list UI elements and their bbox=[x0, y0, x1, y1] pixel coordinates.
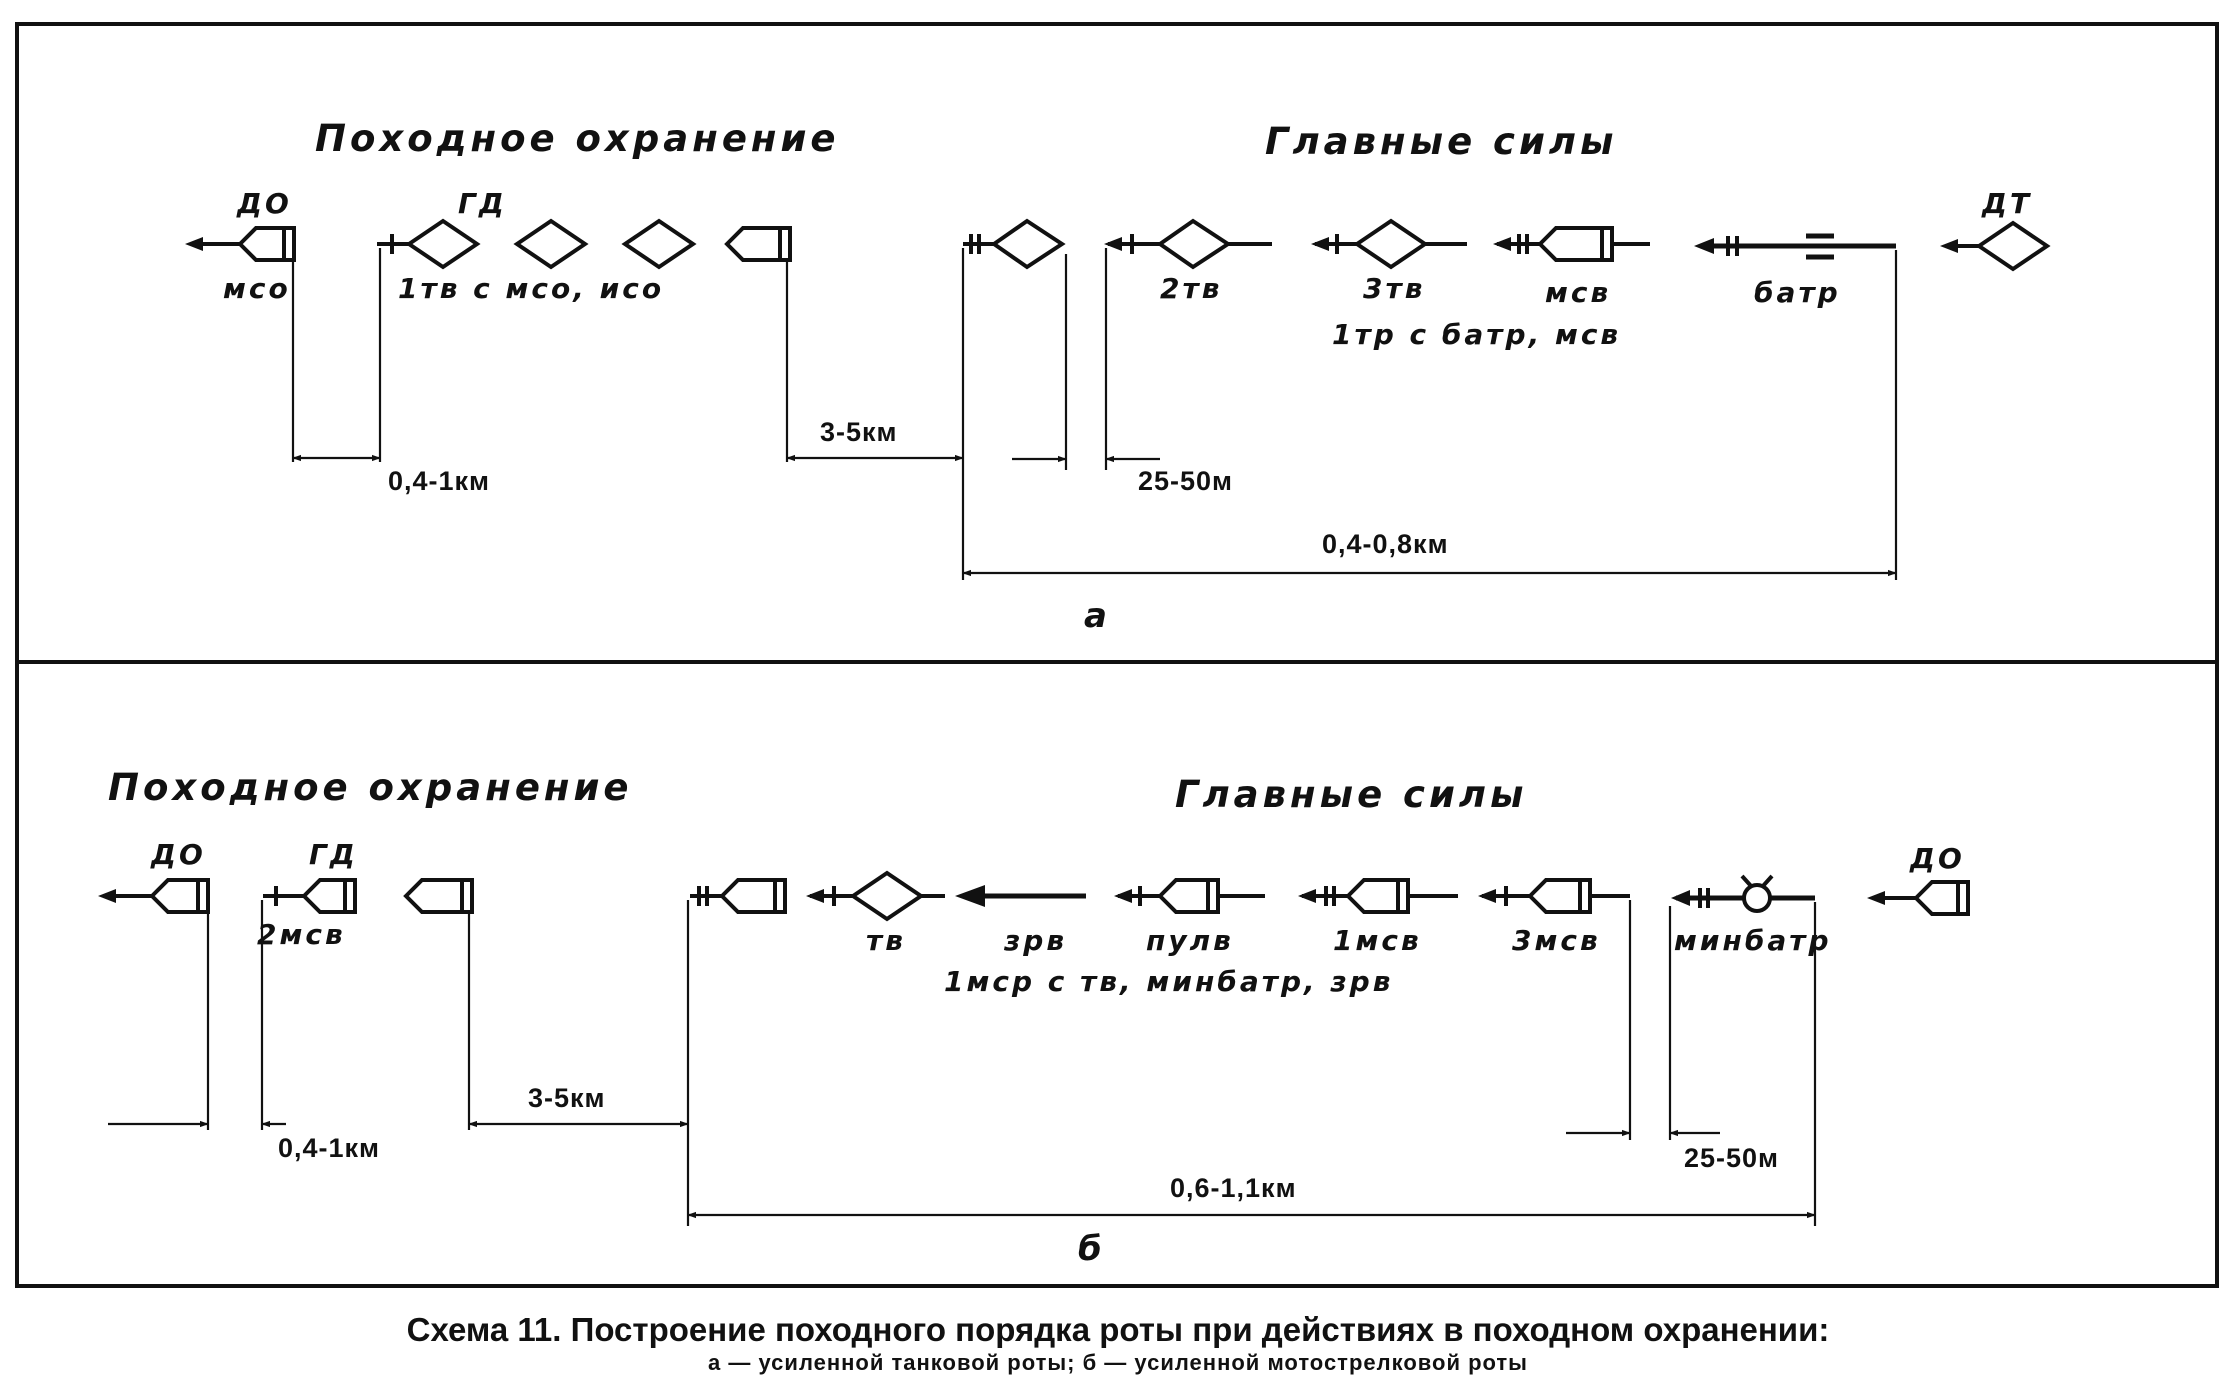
panel-b-msv2-label: 2мсв bbox=[257, 918, 346, 951]
panel-b-msv3-label: 3мсв bbox=[1512, 924, 1601, 957]
panel-a-tv2-symbol bbox=[1104, 218, 1272, 270]
panel-a-batr-symbol bbox=[1694, 233, 1896, 260]
panel-b-tv-label: тв bbox=[866, 924, 906, 957]
panel-a-batr-label: батр bbox=[1754, 276, 1841, 309]
panel-b-minbatr-label: минбатр bbox=[1674, 924, 1832, 957]
panel-a-dist-3-5km: 3-5км bbox=[820, 417, 898, 447]
panel-b-gd-second-vehicle bbox=[403, 878, 474, 914]
panel-a-main-header: Главные силы bbox=[1265, 120, 1617, 163]
panel-b-msv3-symbol bbox=[1478, 878, 1630, 914]
panel-b-msv1-symbol bbox=[1298, 878, 1458, 914]
panel-a-extension-lines bbox=[291, 248, 1898, 580]
panel-a-tv3-symbol bbox=[1311, 218, 1467, 270]
panel-b-dist-0-6-1-1km: 0,6-1,1км bbox=[1170, 1173, 1297, 1203]
panel-a-head-tank-symbol bbox=[963, 218, 1066, 270]
panel-a: Походное охранение Главные силы ДО мсо Г… bbox=[185, 117, 2051, 636]
caption-line2: а — усиленной танковой роты; б — усиленн… bbox=[708, 1350, 1528, 1375]
panel-b-msv1-label: 1мсв bbox=[1333, 924, 1422, 957]
panel-b-dist-3-5km: 3-5км bbox=[528, 1083, 606, 1113]
panel-a-tv2-label: 2тв bbox=[1160, 272, 1222, 305]
panel-a-msv-symbol bbox=[1493, 226, 1650, 262]
panel-a-guard-header: Походное охранение bbox=[315, 117, 840, 160]
panel-a-dist-0-4-0-8km: 0,4-0,8км bbox=[1322, 529, 1449, 559]
panel-b-zrv-label: зрв bbox=[1003, 924, 1067, 957]
panel-b-gd-label: ГД bbox=[309, 838, 358, 871]
panel-b-do-rear-label: ДО bbox=[1909, 842, 1965, 875]
panel-b-extension-lines bbox=[206, 900, 1817, 1226]
panel-b-main-header: Главные силы bbox=[1175, 773, 1527, 816]
panel-b-do-symbol bbox=[98, 878, 210, 914]
panel-a-letter: а bbox=[1084, 596, 1107, 636]
panel-b-frame bbox=[15, 660, 2219, 1288]
panel-b-tv-symbol bbox=[806, 870, 945, 922]
panel-b: Походное охранение Главные силы ДО ГД 2м… bbox=[98, 766, 1970, 1269]
panel-a-dist-0-4-1km: 0,4-1км bbox=[388, 466, 490, 496]
panel-b-gd-symbol bbox=[263, 878, 357, 914]
panel-a-tr1-label: 1тр с батр, мсв bbox=[1332, 318, 1621, 351]
panel-b-guard-header: Походное охранение bbox=[108, 766, 633, 809]
caption-line1: Схема 11. Построение походного порядка р… bbox=[407, 1311, 1830, 1348]
panel-a-do-label: ДО bbox=[236, 187, 292, 220]
panel-b-head-msv-symbol bbox=[690, 878, 787, 914]
panel-b-do-label: ДО bbox=[150, 838, 206, 871]
panel-a-do-symbol bbox=[185, 226, 296, 262]
panel-b-letter: б bbox=[1078, 1229, 1102, 1269]
panel-a-gd-sub-label: 1тв с мсо, исо bbox=[398, 272, 664, 305]
panel-a-mso-label: мсо bbox=[223, 272, 291, 305]
panel-b-msr1-label: 1мср с тв, минбатр, зрв bbox=[944, 965, 1393, 998]
panel-a-gd-label: ГД bbox=[458, 187, 507, 220]
panel-a-msv-label: мсв bbox=[1545, 276, 1611, 309]
panel-b-do-rear-symbol bbox=[1867, 880, 1970, 916]
panel-b-zrv-symbol bbox=[955, 885, 1086, 907]
panel-a-dist-25-50m: 25-50м bbox=[1138, 466, 1233, 496]
panel-b-minbatr-symbol bbox=[1671, 874, 1815, 913]
panel-b-pulv-symbol bbox=[1114, 878, 1265, 914]
panel-b-dist-0-4-1km: 0,4-1км bbox=[278, 1133, 380, 1163]
panel-b-pulv-label: пулв bbox=[1146, 924, 1234, 957]
panel-a-gd-symbols bbox=[377, 218, 792, 270]
panel-a-dt-symbol bbox=[1940, 220, 2051, 272]
panel-a-tv3-label: 3тв bbox=[1363, 272, 1425, 305]
panel-b-dist-25-50m: 25-50м bbox=[1684, 1143, 1779, 1173]
panel-a-dt-label: ДТ bbox=[1981, 187, 2032, 220]
